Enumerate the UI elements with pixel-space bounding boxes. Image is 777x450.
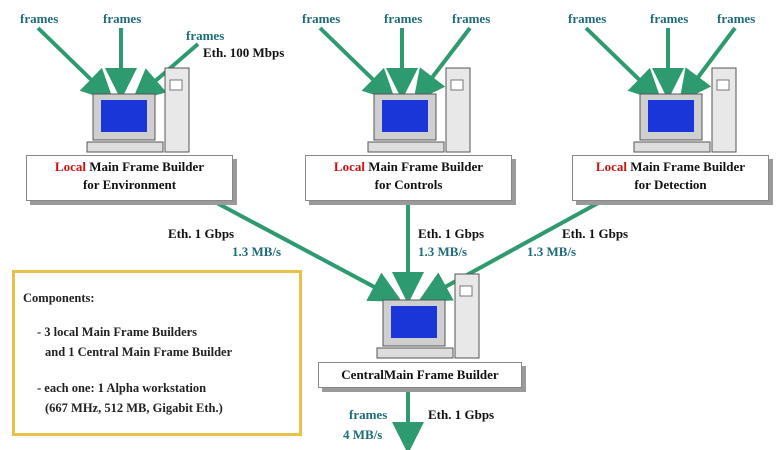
builder-env-sub: for Environment bbox=[82, 177, 177, 192]
builder-ctl-title: Main Frame Builder bbox=[368, 159, 484, 174]
components-line-4: (667 MHz, 512 MB, Gigabit Eth.) bbox=[45, 401, 223, 415]
link-env-eth: Eth. 1 Gbps bbox=[168, 226, 235, 241]
workstation-det-icon bbox=[633, 67, 737, 153]
components-box: Components: - 3 local Main Frame Builder… bbox=[12, 270, 302, 436]
builder-box-detection: Local Main Frame Builder for Detection bbox=[572, 155, 769, 201]
link-det-rate: 1.3 MB/s bbox=[527, 244, 577, 259]
components-title: Components: bbox=[23, 291, 95, 305]
link-env-rate: 1.3 MB/s bbox=[232, 244, 282, 259]
frames-label-env-3: frames bbox=[186, 28, 225, 43]
frames-label-det-1: frames bbox=[568, 11, 607, 26]
arrow-in-det-3 bbox=[679, 26, 737, 103]
arrow-in-ctl-3 bbox=[413, 26, 472, 103]
workstation-ctl-icon bbox=[367, 67, 471, 153]
builder-ctl-prefix: Local bbox=[333, 159, 365, 174]
builder-ctl-sub: for Controls bbox=[374, 177, 443, 192]
frames-label-env-1: frames bbox=[20, 11, 59, 26]
frames-label-ctl-1: frames bbox=[302, 11, 341, 26]
builder-det-sub: for Detection bbox=[634, 177, 707, 192]
output-frames-label: frames bbox=[349, 407, 388, 422]
arrow-link-det bbox=[417, 200, 601, 302]
output-eth-label: Eth. 1 Gbps bbox=[428, 407, 495, 422]
central-builder-box: CentralMain Frame Builder bbox=[318, 362, 522, 388]
workstation-central-icon bbox=[376, 273, 480, 359]
frames-label-det-2: frames bbox=[650, 11, 689, 26]
arrow-in-ctl-1 bbox=[318, 26, 396, 102]
arrow-link-env bbox=[214, 200, 403, 302]
frames-label-env-2: frames bbox=[103, 11, 142, 26]
builder-env-prefix: Local bbox=[54, 159, 86, 174]
frames-label-ctl-2: frames bbox=[384, 11, 423, 26]
components-line-2: and 1 Central Main Frame Builder bbox=[45, 345, 233, 359]
arrow-in-env-1 bbox=[36, 26, 114, 102]
link-ctl-eth: Eth. 1 Gbps bbox=[418, 226, 485, 241]
builder-det-title: Main Frame Builder bbox=[630, 159, 746, 174]
components-line-1: - 3 local Main Frame Builders bbox=[37, 325, 198, 339]
central-builder-title: CentralMain Frame Builder bbox=[341, 367, 499, 382]
output-rate-label: 4 MB/s bbox=[343, 427, 383, 442]
builder-det-prefix: Local bbox=[595, 159, 627, 174]
arrow-in-det-1 bbox=[584, 26, 662, 102]
workstation-env-icon bbox=[86, 67, 190, 153]
frames-label-det-3: frames bbox=[717, 11, 756, 26]
eth100-label: Eth. 100 Mbps bbox=[203, 45, 285, 60]
builder-box-controls: Local Main Frame Builder for Controls bbox=[305, 155, 512, 201]
components-line-3: - each one: 1 Alpha workstation bbox=[37, 381, 207, 395]
frames-label-ctl-3: frames bbox=[452, 11, 491, 26]
link-ctl-rate: 1.3 MB/s bbox=[418, 244, 468, 259]
builder-box-environment: Local Main Frame Builder for Environment bbox=[26, 155, 233, 201]
link-det-eth: Eth. 1 Gbps bbox=[562, 226, 629, 241]
builder-env-title: Main Frame Builder bbox=[89, 159, 205, 174]
